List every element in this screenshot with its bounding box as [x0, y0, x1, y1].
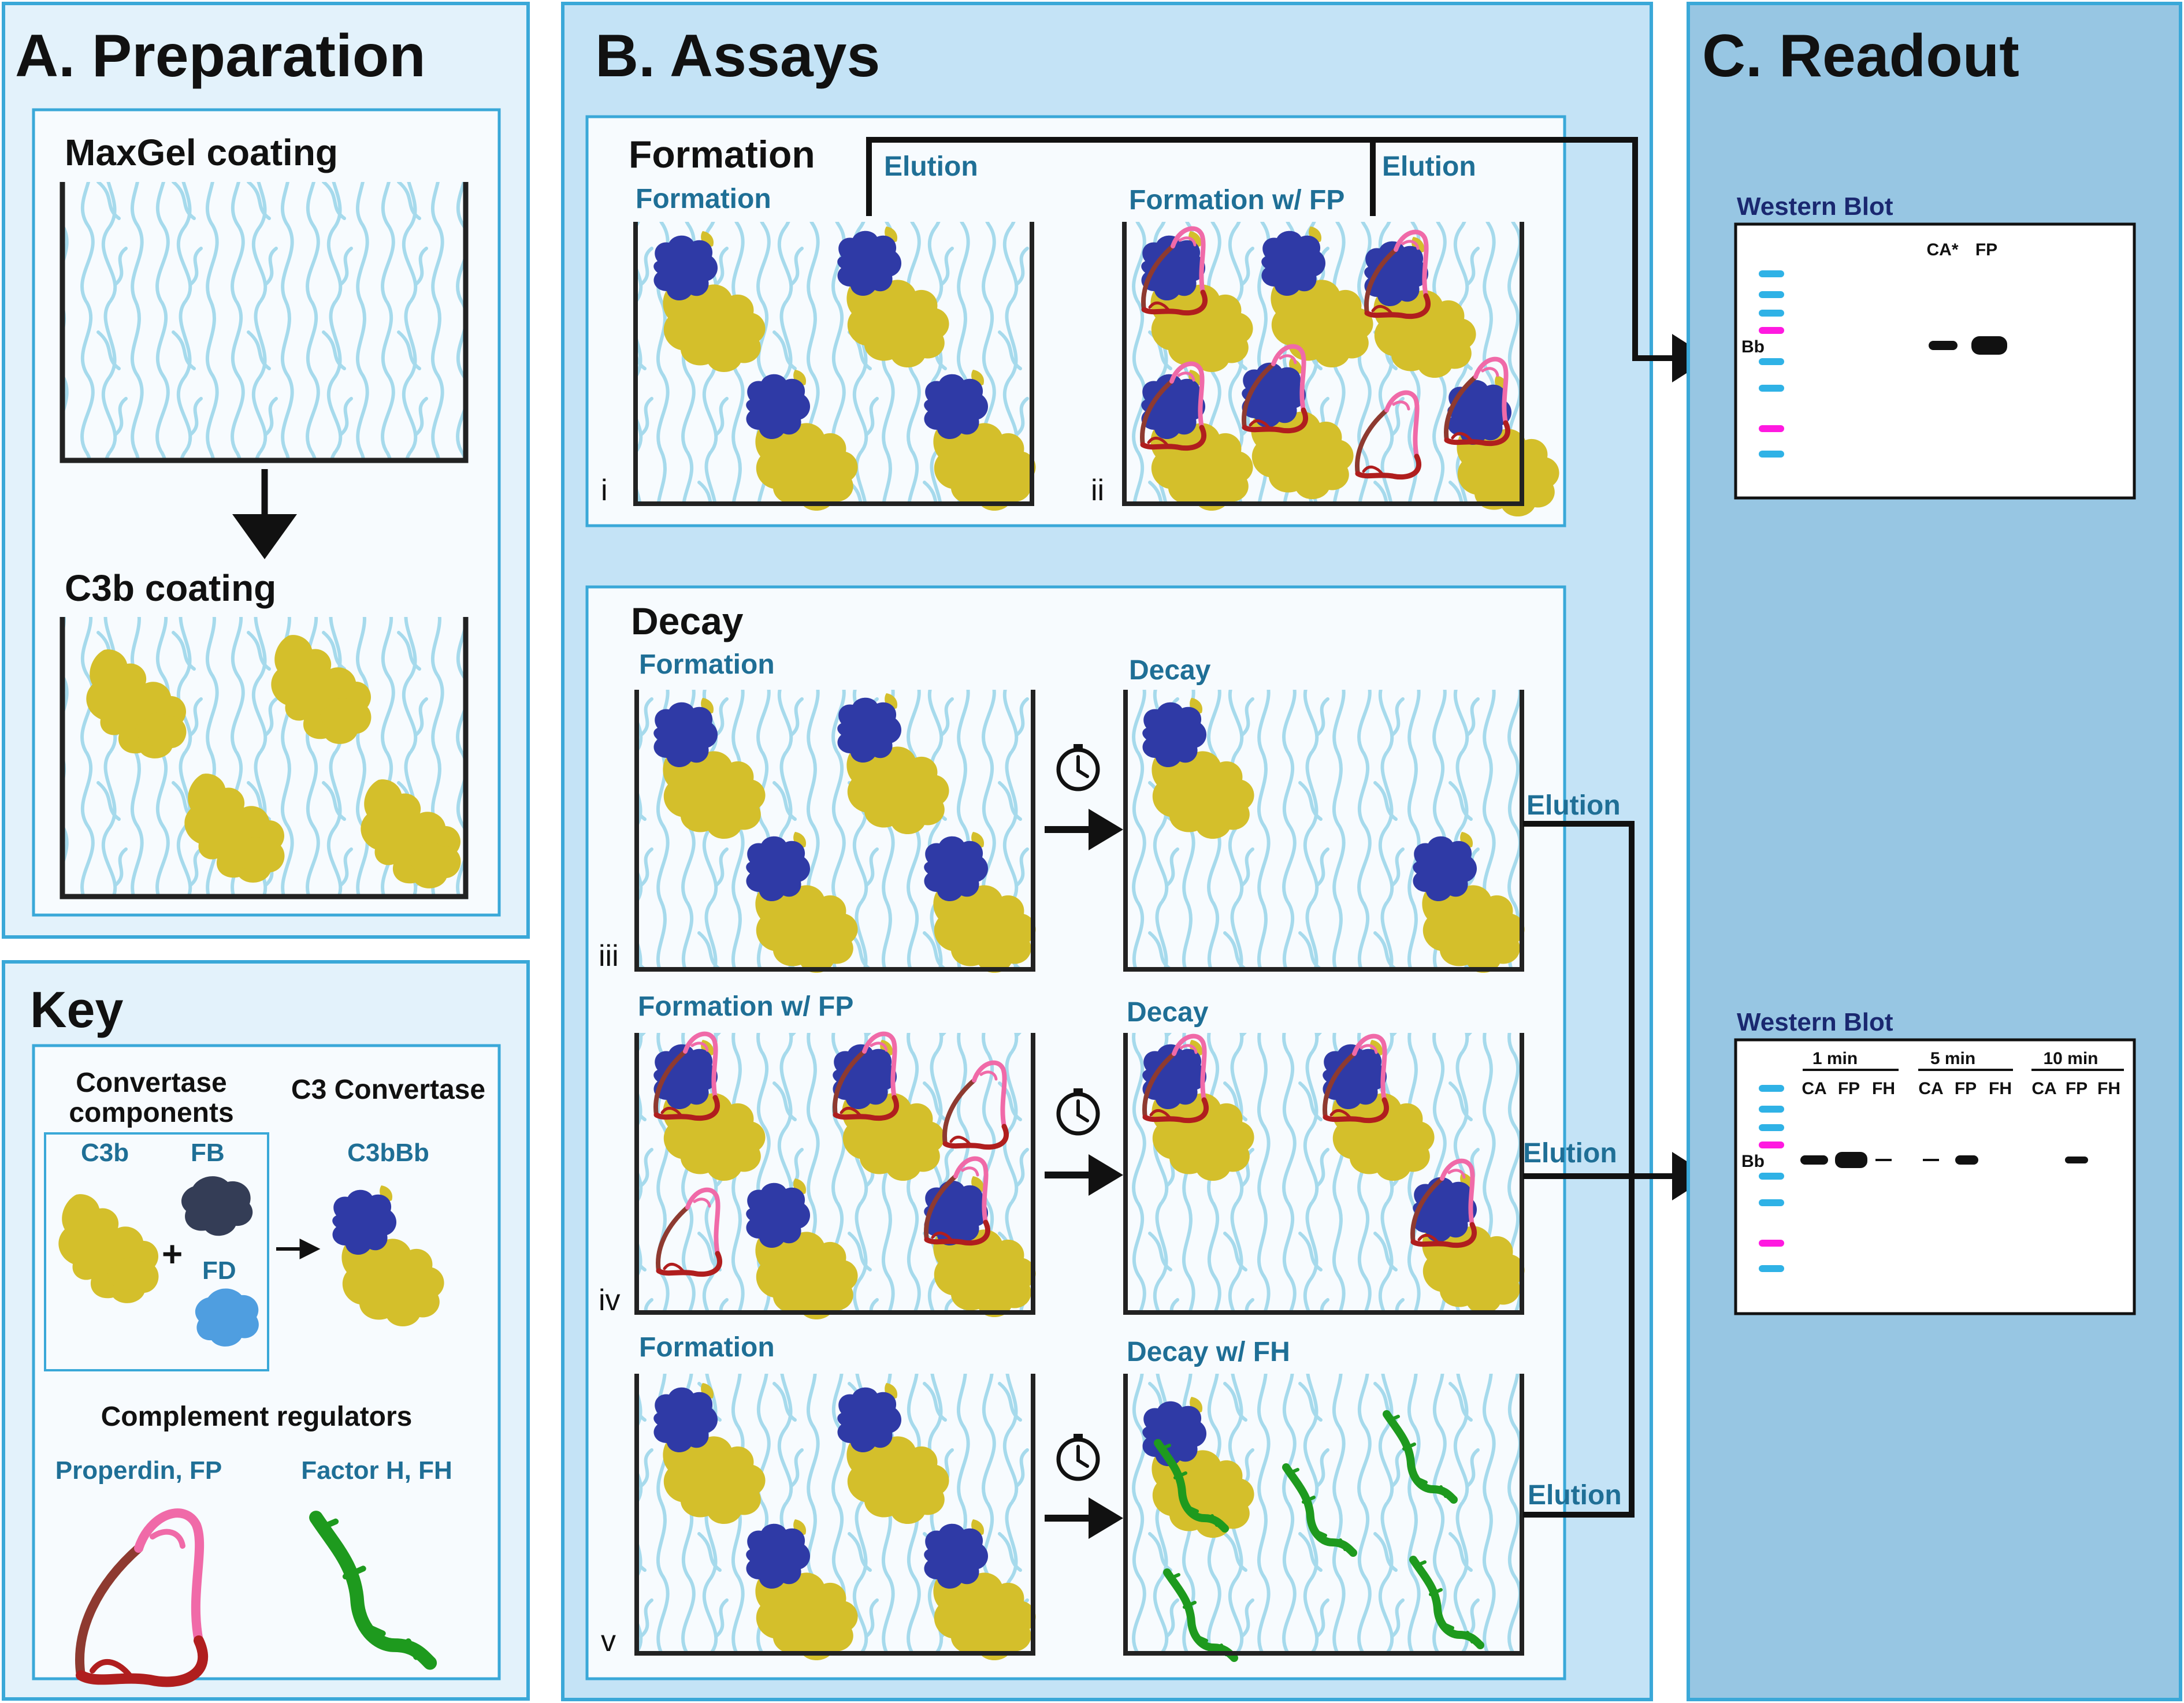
factor-h-key-label: Factor H, FH [301, 1456, 452, 1485]
c3bbb-key-label: C3bBb [347, 1139, 429, 1167]
blot2-lane-5-fp: FP [1955, 1079, 1977, 1098]
row-v-left-label: Formation [639, 1332, 775, 1363]
formation-i-label: Formation [636, 184, 771, 214]
roman-iii: iii [599, 939, 619, 973]
blot2-bands [1800, 1152, 2088, 1168]
roman-v: v [601, 1624, 616, 1658]
convertase-components-label-1: Convertase [76, 1068, 226, 1098]
blot2-band-1-fh [1875, 1159, 1892, 1161]
row-iv-right-label: Decay [1127, 997, 1209, 1028]
roman-ii: ii [1091, 474, 1104, 507]
well-ii [1122, 222, 1524, 506]
blot2-lane-10-fh: FH [2097, 1079, 2120, 1098]
formation-fp-ii-label: Formation w/ FP [1129, 185, 1344, 215]
row-v-right-label: Decay w/ FH [1127, 1337, 1290, 1367]
plus-sign: + [162, 1235, 183, 1274]
maxgel-well [60, 182, 469, 463]
properdin-key-label: Properdin, FP [55, 1456, 222, 1485]
blot2-lane-1-fh: FH [1872, 1079, 1895, 1098]
blot2-lane-10-ca: CA [2031, 1079, 2056, 1098]
fb-key-label: FB [191, 1139, 225, 1167]
blot2-lane-1-fp: FP [1838, 1079, 1860, 1098]
blot1-membrane [1734, 222, 2136, 500]
elution-label-iii: Elution [1526, 790, 1621, 821]
well-iv-left [634, 1033, 1035, 1315]
blot2-band-10-fp [2065, 1157, 2088, 1163]
assays-title: B. Assays [595, 23, 880, 90]
blot1-lane-fp: FP [1975, 240, 1997, 259]
decay-box-title: Decay [631, 600, 744, 642]
roman-iv: iv [599, 1284, 621, 1317]
row-iv-left-label: Formation w/ FP [638, 991, 853, 1022]
c3b-well [60, 617, 469, 899]
well-v-right [1123, 1374, 1524, 1656]
c3-convertase-label: C3 Convertase [291, 1074, 485, 1105]
decay-arrowhead-iii [1089, 809, 1123, 850]
well-v-left [634, 1374, 1035, 1656]
blot2-band-5-fp [1955, 1155, 1978, 1165]
key-title: Key [30, 981, 123, 1038]
blot1-title: Western Blot [1737, 192, 1893, 221]
c3b-key-label: C3b [81, 1139, 129, 1167]
complement-regulators-label: Complement regulators [101, 1401, 413, 1432]
well-i [633, 222, 1034, 506]
fd-key-label: FD [202, 1256, 236, 1285]
maxgel-coating-label: MaxGel coating [65, 132, 338, 173]
blot2-bb-marker: Bb [1741, 1152, 1765, 1171]
blot2-lane-10-fp: FP [2066, 1079, 2088, 1098]
decay-arrowhead-iv [1089, 1154, 1123, 1196]
elution-connector-decay [1523, 821, 1635, 1518]
blot2-group-1min: 1 min [1812, 1049, 1858, 1068]
readout-title: C. Readout [1702, 23, 2019, 90]
blot1-bb-marker: Bb [1741, 337, 1765, 356]
blot2-group-10min: 10 min [2043, 1049, 2098, 1068]
elution-label-1: Elution [884, 151, 978, 182]
well-iii-left [634, 690, 1035, 972]
blot2-lane-5-fh: FH [1989, 1079, 2012, 1098]
row-iii-left-label: Formation [639, 649, 775, 680]
blot1-band-ca [1929, 341, 1958, 350]
elution-connector-formation [866, 137, 1681, 361]
decay-arrowhead-v [1089, 1497, 1123, 1539]
elution-label-iv: Elution [1523, 1138, 1617, 1169]
blot2-band-1-fp [1835, 1152, 1867, 1168]
c3b-coating-label: C3b coating [65, 567, 276, 609]
blot2-band-1-ca [1800, 1155, 1828, 1165]
well-iv-right [1123, 1033, 1524, 1315]
convertase-components-label-2: components [69, 1098, 233, 1128]
elution-label-2: Elution [1382, 151, 1476, 182]
blot2-lane-5-ca: CA [1918, 1079, 1943, 1098]
blot2-band-5-ca [1923, 1159, 1939, 1161]
preparation-title: A. Preparation [15, 23, 426, 90]
roman-i: i [601, 474, 608, 507]
fb-key-molecule [181, 1176, 253, 1236]
elution-label-v: Elution [1528, 1480, 1622, 1511]
blot2-title: Western Blot [1737, 1008, 1893, 1036]
blot2-lane-labels: CA FP FH CA FP FH CA FP FH [1802, 1079, 2120, 1098]
fd-key-molecule [195, 1288, 259, 1347]
maxgel-well-fibers [65, 182, 463, 460]
blot1-lane-ca: CA* [1926, 240, 1958, 259]
blot1-band-fp [1971, 336, 2007, 355]
blot2-group-5min: 5 min [1930, 1049, 1975, 1068]
row-iii-right-label: Decay [1129, 655, 1211, 686]
blot2-membrane [1734, 1038, 2136, 1315]
blot1-ladder [1759, 270, 1784, 458]
blot2-ladder [1759, 1085, 1784, 1272]
well-iii-right [1123, 690, 1524, 972]
formation-box-title: Formation [629, 133, 815, 176]
blot2-lane-1-ca: CA [1802, 1079, 1826, 1098]
preparation-arrow-down [232, 514, 297, 559]
